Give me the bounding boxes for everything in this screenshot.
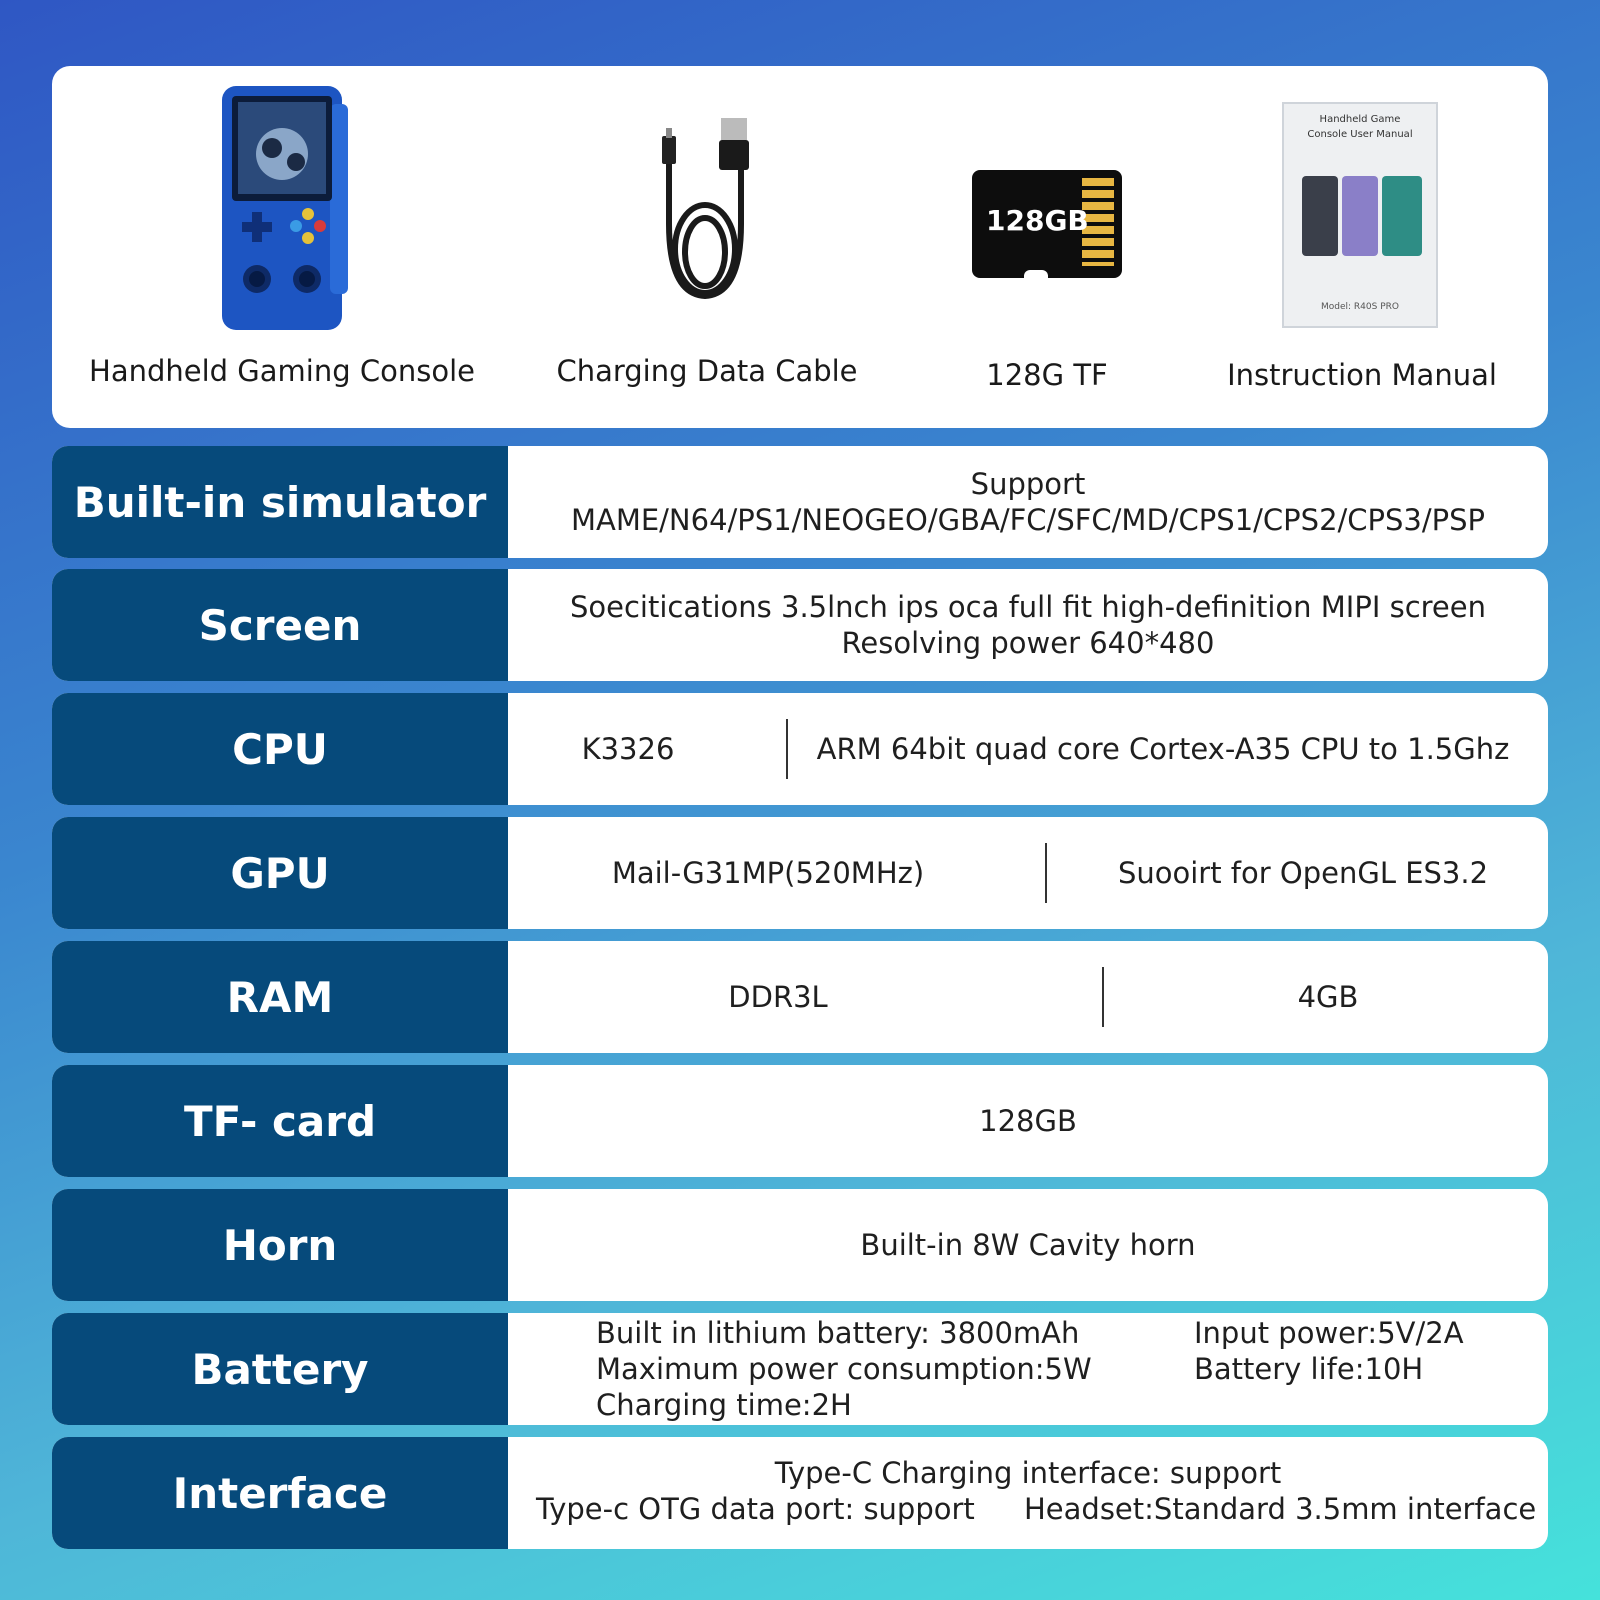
spec-row-interface: Interface Type-C Charging interface: sup…	[52, 1437, 1548, 1549]
box-label-manual: Instruction Manual	[1227, 358, 1497, 392]
manual-title-1: Handheld Game	[1319, 114, 1401, 125]
handheld-console-image	[222, 86, 348, 330]
battery-life: Battery life:10H	[1194, 1352, 1424, 1386]
spec-value-tf-card: 128GB	[508, 1065, 1548, 1177]
manual-image: Handheld Game Console User Manual Model:…	[1282, 102, 1438, 328]
tf-card-value: 128GB	[979, 1104, 1077, 1138]
manual-title-2: Console User Manual	[1307, 129, 1413, 140]
battery-right-column: Input power:5V/2A Battery life:10H	[1194, 1315, 1464, 1387]
spec-label-cpu: CPU	[52, 693, 508, 805]
gpu-detail: Suooirt for OpenGL ES3.2	[1117, 856, 1489, 890]
spec-label-screen: Screen	[52, 569, 508, 681]
spec-label-horn: Horn	[52, 1189, 508, 1301]
spec-row-simulator: Built-in simulator Support MAME/N64/PS1/…	[52, 446, 1548, 558]
horn-value: Built-in 8W Cavity horn	[860, 1228, 1196, 1262]
ram-size: 4GB	[1297, 980, 1359, 1014]
tf-card-text: 128GB	[986, 204, 1089, 237]
tf-card-image: 128GB	[972, 170, 1122, 280]
spec-value-horn: Built-in 8W Cavity horn	[508, 1189, 1548, 1301]
box-label-console: Handheld Gaming Console	[89, 354, 475, 388]
spec-value-screen: Soecitications 3.5lnch ips oca full fit …	[508, 569, 1548, 681]
spec-label-tf-card: TF- card	[52, 1065, 508, 1177]
battery-charging-time: Charging time:2H	[596, 1388, 852, 1422]
spec-row-gpu: GPU Mail-G31MP(520MHz) Suooirt for OpenG…	[52, 817, 1548, 929]
battery-input-power: Input power:5V/2A	[1194, 1316, 1464, 1350]
spec-value-battery: Built in lithium battery: 3800mAh Maximu…	[508, 1313, 1548, 1425]
ram-type: DDR3L	[728, 980, 828, 1014]
spec-value-gpu: Mail-G31MP(520MHz) Suooirt for OpenGL ES…	[508, 817, 1548, 929]
cpu-divider	[786, 719, 788, 779]
interface-headset: Headset:Standard 3.5mm interface	[1024, 1492, 1537, 1526]
cpu-model: K3326	[581, 732, 675, 766]
simulator-line-2: MAME/N64/PS1/NEOGEO/GBA/FC/SFC/MD/CPS1/C…	[570, 503, 1486, 537]
interface-charging: Type-C Charging interface: support	[774, 1456, 1282, 1490]
manual-model: Model: R40S PRO	[1321, 302, 1399, 312]
spec-value-ram: DDR3L 4GB	[508, 941, 1548, 1053]
battery-max-power: Maximum power consumption:5W	[596, 1352, 1092, 1386]
simulator-line-1: Support	[970, 467, 1086, 501]
spec-row-screen: Screen Soecitications 3.5lnch ips oca fu…	[52, 569, 1548, 681]
spec-label-battery: Battery	[52, 1313, 508, 1425]
spec-row-horn: Horn Built-in 8W Cavity horn	[52, 1189, 1548, 1301]
spec-value-interface: Type-C Charging interface: support Type-…	[508, 1437, 1548, 1549]
spec-row-cpu: CPU K3326 ARM 64bit quad core Cortex-A35…	[52, 693, 1548, 805]
box-label-cable: Charging Data Cable	[556, 354, 858, 388]
usb-cable-image	[662, 118, 749, 300]
battery-capacity: Built in lithium battery: 3800mAh	[596, 1316, 1080, 1350]
ram-divider	[1102, 967, 1104, 1027]
spec-row-battery: Battery Built in lithium battery: 3800mA…	[52, 1313, 1548, 1425]
screen-line-2: Resolving power 640*480	[841, 626, 1215, 660]
battery-left-column: Built in lithium battery: 3800mAh Maximu…	[596, 1315, 1092, 1423]
box-contents-panel: Handheld Gaming Console Charging Data Ca…	[52, 66, 1548, 428]
spec-row-ram: RAM DDR3L 4GB	[52, 941, 1548, 1053]
box-item-tf-card: 128GB 128G TF	[892, 66, 1202, 428]
spec-label-interface: Interface	[52, 1437, 508, 1549]
spec-label-gpu: GPU	[52, 817, 508, 929]
gpu-divider	[1045, 843, 1047, 903]
spec-label-ram: RAM	[52, 941, 508, 1053]
screen-line-1: Soecitications 3.5lnch ips oca full fit …	[569, 590, 1486, 624]
spec-label-simulator: Built-in simulator	[52, 446, 508, 558]
interface-otg: Type-c OTG data port: support	[536, 1492, 975, 1526]
box-item-manual: Handheld Game Console User Manual Model:…	[1192, 66, 1532, 428]
spec-value-simulator: Support MAME/N64/PS1/NEOGEO/GBA/FC/SFC/M…	[508, 446, 1548, 558]
spec-row-tf-card: TF- card 128GB	[52, 1065, 1548, 1177]
cpu-detail: ARM 64bit quad core Cortex-A35 CPU to 1.…	[816, 732, 1510, 766]
box-item-console: Handheld Gaming Console	[72, 66, 492, 428]
spec-value-cpu: K3326 ARM 64bit quad core Cortex-A35 CPU…	[508, 693, 1548, 805]
box-item-cable: Charging Data Cable	[507, 66, 907, 428]
gpu-model: Mail-G31MP(520MHz)	[611, 856, 925, 890]
box-label-tf-card: 128G TF	[986, 358, 1108, 392]
